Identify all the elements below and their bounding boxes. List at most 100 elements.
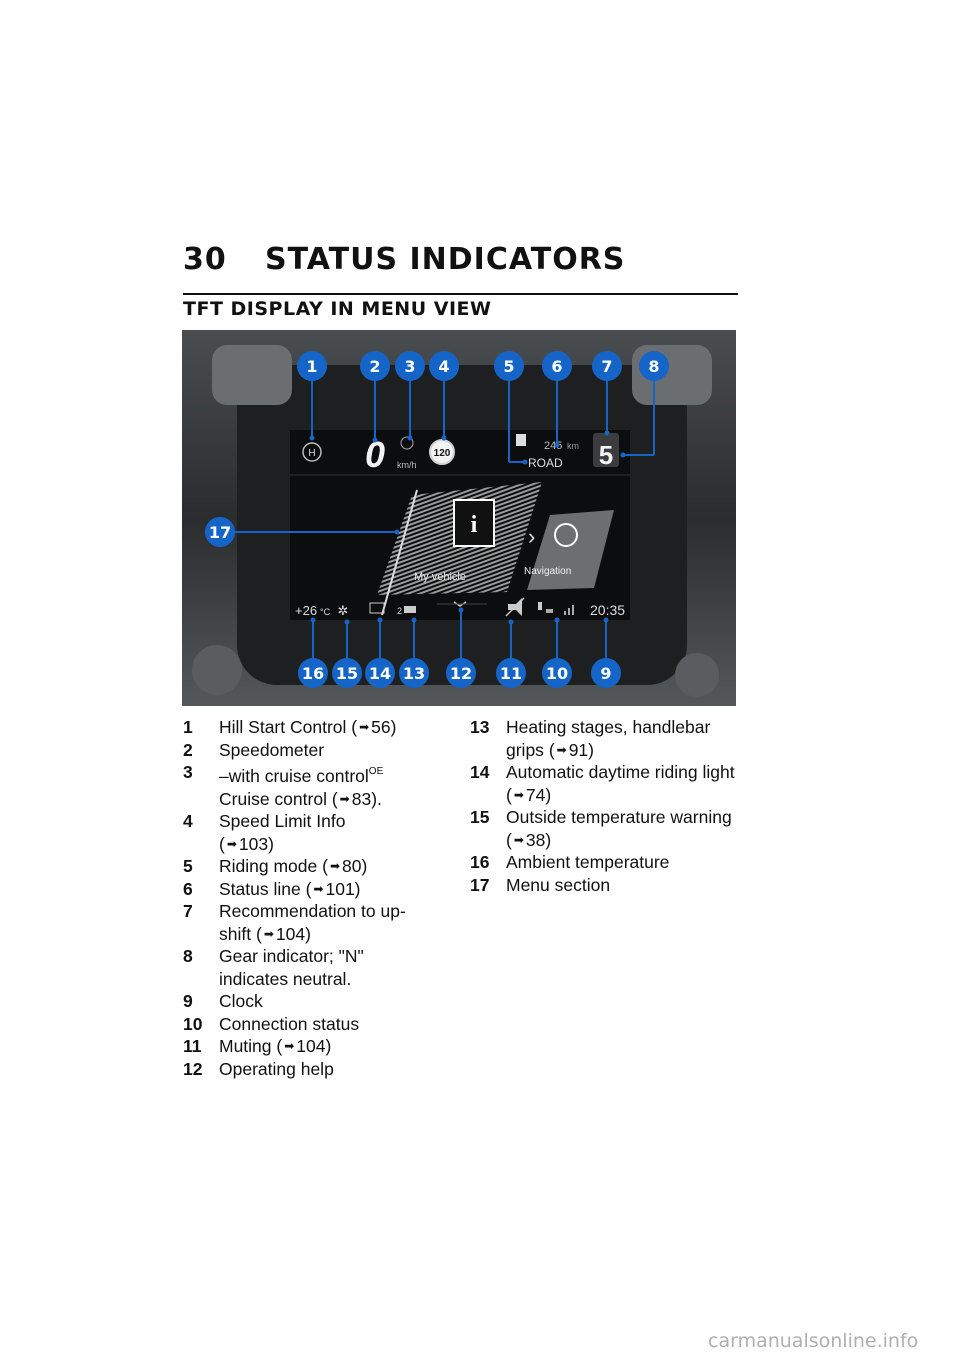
callout-badge-12 bbox=[446, 658, 476, 688]
legend-column-1: 1 Hill Start Control (➡56) 2 Speedometer… bbox=[183, 716, 433, 1080]
callout-label-3: 3 bbox=[404, 357, 415, 376]
legend-text: Status line bbox=[219, 878, 301, 899]
legend-num: 10 bbox=[183, 1013, 203, 1034]
header-rule bbox=[183, 293, 738, 295]
gear-indicator: 5 bbox=[599, 440, 613, 470]
speed-limit-sign bbox=[429, 439, 455, 465]
speed-limit-value: 120 bbox=[434, 448, 451, 459]
menu-label-navigation: Navigation bbox=[524, 566, 571, 577]
legend-text: Outside temperature warning bbox=[506, 807, 732, 827]
legend-item-4: 4 Speed Limit Info(➡103) bbox=[183, 811, 346, 854]
speed-unit: km/h bbox=[397, 460, 417, 470]
page-ref: 104) bbox=[275, 923, 311, 944]
legend-num: 6 bbox=[183, 878, 193, 899]
chevron-right-icon: › bbox=[528, 524, 535, 549]
page-ref-arrow-icon: ➡ bbox=[339, 791, 350, 806]
callout-label-16: 16 bbox=[302, 664, 324, 683]
legend-item-6: 6 Status line (➡101) bbox=[183, 878, 361, 899]
fuel-icon bbox=[516, 434, 526, 446]
figure-svg: H 0 km/h 120 245 km ROAD 5 i My vehicle … bbox=[182, 330, 736, 706]
legend-item-8: 8 Gear indicator; "N" indicates neutral. bbox=[183, 945, 433, 990]
legend-num: 15 bbox=[470, 807, 490, 827]
callout-label-14: 14 bbox=[369, 664, 391, 683]
clock-readout: 20:35 bbox=[590, 602, 625, 618]
section-title: TFT DISPLAY IN MENU VIEW bbox=[183, 298, 492, 320]
callout-label-13: 13 bbox=[403, 664, 425, 683]
callout-badge-13 bbox=[399, 658, 429, 688]
page-ref: 104) bbox=[296, 1036, 332, 1056]
legend-text: Heating stages, handlebar grips bbox=[506, 717, 711, 760]
legend-item-9: 9 Clock bbox=[183, 990, 433, 1013]
legend-text: –with cruise control bbox=[219, 766, 369, 786]
legend-item-15: 15 Outside temperature warning (➡38) bbox=[470, 807, 732, 850]
legend-num: 3 bbox=[183, 762, 193, 782]
signal-bars-icon bbox=[564, 611, 566, 615]
info-symbol: i bbox=[471, 512, 478, 538]
legend-text: Riding mode bbox=[219, 856, 318, 876]
legend-text: Clock bbox=[219, 991, 263, 1011]
legend-text: Recommendation to up-shift bbox=[219, 901, 406, 944]
callout-label-5: 5 bbox=[503, 357, 514, 376]
legend-num: 4 bbox=[183, 811, 193, 831]
callout-label-6: 6 bbox=[551, 357, 562, 376]
chapter-title: STATUS INDICATORS bbox=[265, 242, 626, 277]
speed-readout: 0 bbox=[365, 434, 385, 475]
leader-lines bbox=[232, 377, 655, 660]
legend-item-11: 11 Muting (➡104) bbox=[183, 1036, 332, 1056]
legend-num: 17 bbox=[470, 874, 490, 895]
callout-label-11: 11 bbox=[500, 664, 522, 683]
legend-text: Automatic daytime riding light bbox=[506, 762, 735, 782]
legend-item-13: 13 Heating stages, handlebar grips (➡91) bbox=[470, 717, 711, 760]
page-ref-arrow-icon: ➡ bbox=[513, 787, 524, 802]
page-ref: 74) bbox=[525, 784, 552, 805]
callout-label-15: 15 bbox=[336, 664, 358, 683]
callout-badge-4 bbox=[429, 351, 459, 381]
legend-num: 9 bbox=[183, 991, 193, 1011]
legend-text: Operating help bbox=[219, 1058, 334, 1079]
page-ref: 103) bbox=[238, 833, 274, 854]
callout-label-8: 8 bbox=[648, 357, 659, 376]
page-ref: 101) bbox=[325, 878, 361, 899]
callout-badge-6 bbox=[542, 351, 572, 381]
hill-start-symbol: H bbox=[308, 448, 315, 459]
callout-badge-17 bbox=[205, 517, 235, 547]
riding-mode: ROAD bbox=[528, 456, 563, 470]
legend-text: Menu section bbox=[506, 874, 611, 895]
hill-start-icon bbox=[302, 442, 322, 462]
callout-label-2: 2 bbox=[369, 357, 380, 376]
callout-label-17: 17 bbox=[209, 523, 231, 542]
legend-num: 12 bbox=[183, 1058, 203, 1079]
callout-badge-5 bbox=[494, 351, 524, 381]
page-ref-arrow-icon: ➡ bbox=[284, 1039, 295, 1053]
temperature-value: +26 bbox=[295, 603, 317, 618]
page-ref-arrow-icon: ➡ bbox=[359, 720, 370, 734]
legend-item-10: 10 Connection status bbox=[183, 1013, 433, 1036]
page-ref: 38) bbox=[525, 829, 552, 850]
navigation-icon bbox=[554, 523, 578, 547]
range-unit: km bbox=[567, 441, 579, 451]
heat-stage-label: 2 bbox=[397, 606, 402, 616]
watermark: carmanualsonline.info bbox=[708, 1330, 919, 1352]
callout-badge-2 bbox=[360, 351, 390, 381]
page-ref-arrow-icon: ➡ bbox=[329, 859, 341, 873]
legend-num: 7 bbox=[183, 901, 193, 921]
callout-label-1: 1 bbox=[306, 357, 317, 376]
legend-text: Hill Start Control bbox=[219, 717, 347, 737]
optional-equipment-mark: OE bbox=[368, 766, 384, 777]
legend-num: 13 bbox=[470, 717, 490, 737]
legend-subtext: Cruise control bbox=[219, 788, 327, 809]
callout-badge-9 bbox=[591, 658, 621, 688]
legend-text: Ambient temperature bbox=[506, 852, 670, 872]
legend-num: 8 bbox=[183, 946, 193, 966]
legend-item-12: 12 Operating help bbox=[183, 1058, 433, 1081]
callout-badge-8 bbox=[639, 351, 669, 381]
page-ref-arrow-icon: ➡ bbox=[513, 832, 524, 847]
gear-box bbox=[593, 433, 619, 467]
callout-label-9: 9 bbox=[600, 664, 611, 683]
callout-label-12: 12 bbox=[450, 664, 472, 683]
legend-text: Speed Limit Info bbox=[219, 811, 346, 831]
page-ref: 83). bbox=[351, 788, 382, 809]
legend-num: 11 bbox=[183, 1036, 202, 1056]
legend-text: Speedometer bbox=[219, 739, 325, 760]
